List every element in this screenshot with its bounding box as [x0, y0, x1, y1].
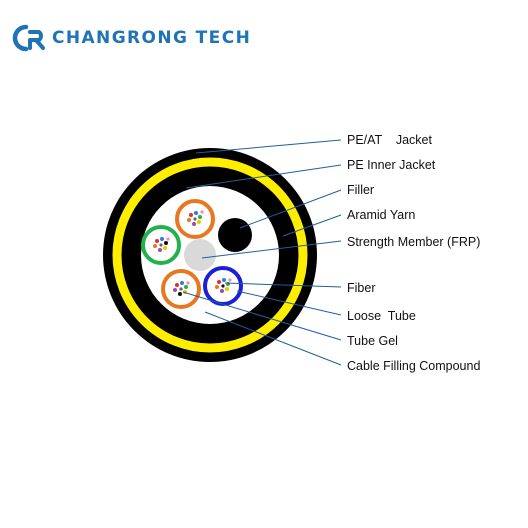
leader-fiber — [224, 282, 342, 288]
leader-pe-inner-jacket — [185, 164, 342, 189]
fiber-bundle — [187, 210, 204, 226]
leader-pe-at-jacket — [195, 139, 342, 154]
callout-labels: PE/AT Jacket PE Inner Jacket Filler Aram… — [347, 133, 480, 373]
leader-cable-filling-compound — [204, 311, 342, 366]
leader-filler — [239, 189, 342, 229]
aramid-yarn-ring — [112, 157, 308, 353]
label-strength-member: Strength Member (FRP) — [347, 235, 480, 249]
loose-tube-bottom — [161, 269, 201, 309]
label-pe-at-jacket: PE/AT Jacket — [347, 133, 433, 147]
fiber-bundle — [173, 281, 190, 296]
label-pe-inner-jacket: PE Inner Jacket — [347, 158, 436, 172]
filler-rod — [218, 218, 252, 252]
cr-monogram-logo-icon — [12, 24, 45, 52]
fiber-bundle — [215, 278, 232, 293]
label-tube-gel: Tube Gel — [347, 334, 398, 348]
loose-tube-left — [141, 225, 181, 265]
loose-tube-right — [203, 266, 243, 306]
label-filler: Filler — [347, 183, 374, 197]
label-aramid-yarn: Aramid Yarn — [347, 208, 415, 222]
leader-lines — [182, 139, 342, 366]
label-cable-filling-compound: Cable Filling Compound — [347, 359, 480, 373]
loose-tube-top — [175, 199, 215, 239]
brand-name: CHANGRONG TECH — [52, 28, 252, 48]
strength-member — [184, 239, 216, 271]
brand-header: CHANGRONG TECH — [12, 24, 251, 52]
leader-loose-tube — [236, 290, 342, 316]
leader-tube-gel — [182, 291, 342, 341]
leader-aramid-yarn — [282, 214, 342, 237]
leader-strength-member — [201, 240, 342, 259]
fiber-bundle — [153, 237, 170, 252]
label-fiber: Fiber — [347, 281, 375, 295]
label-loose-tube: Loose Tube — [347, 309, 416, 323]
